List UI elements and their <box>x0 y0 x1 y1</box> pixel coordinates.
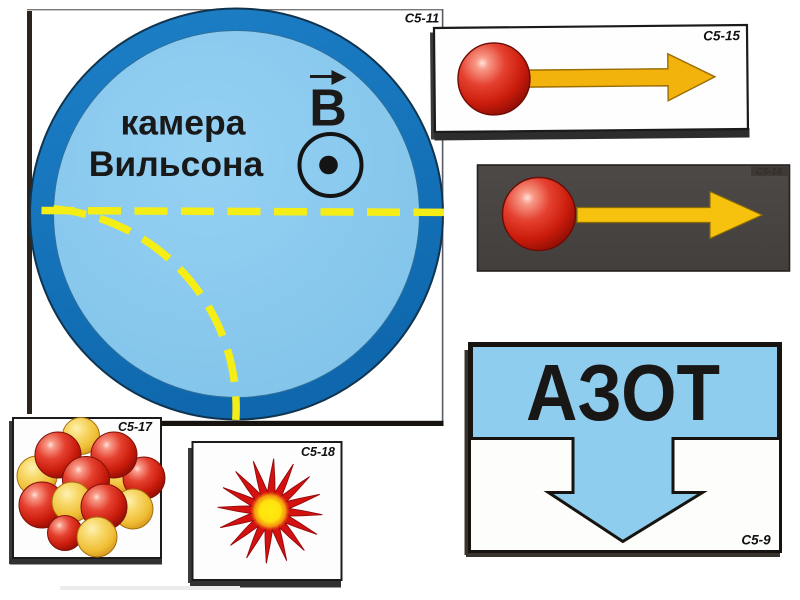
svg-text:С5-18: С5-18 <box>301 445 335 459</box>
svg-text:С5-9: С5-9 <box>741 533 771 548</box>
svg-text:С5-17: С5-17 <box>118 420 153 434</box>
svg-text:В: В <box>309 80 347 138</box>
svg-text:С5-11: С5-11 <box>405 11 439 26</box>
svg-text:Вильсона: Вильсона <box>89 144 264 184</box>
svg-text:камера: камера <box>121 103 246 143</box>
svg-text:С5-15: С5-15 <box>703 28 740 43</box>
svg-text:АЗОТ: АЗОТ <box>526 348 720 437</box>
svg-text:С5-16: С5-16 <box>756 167 783 178</box>
